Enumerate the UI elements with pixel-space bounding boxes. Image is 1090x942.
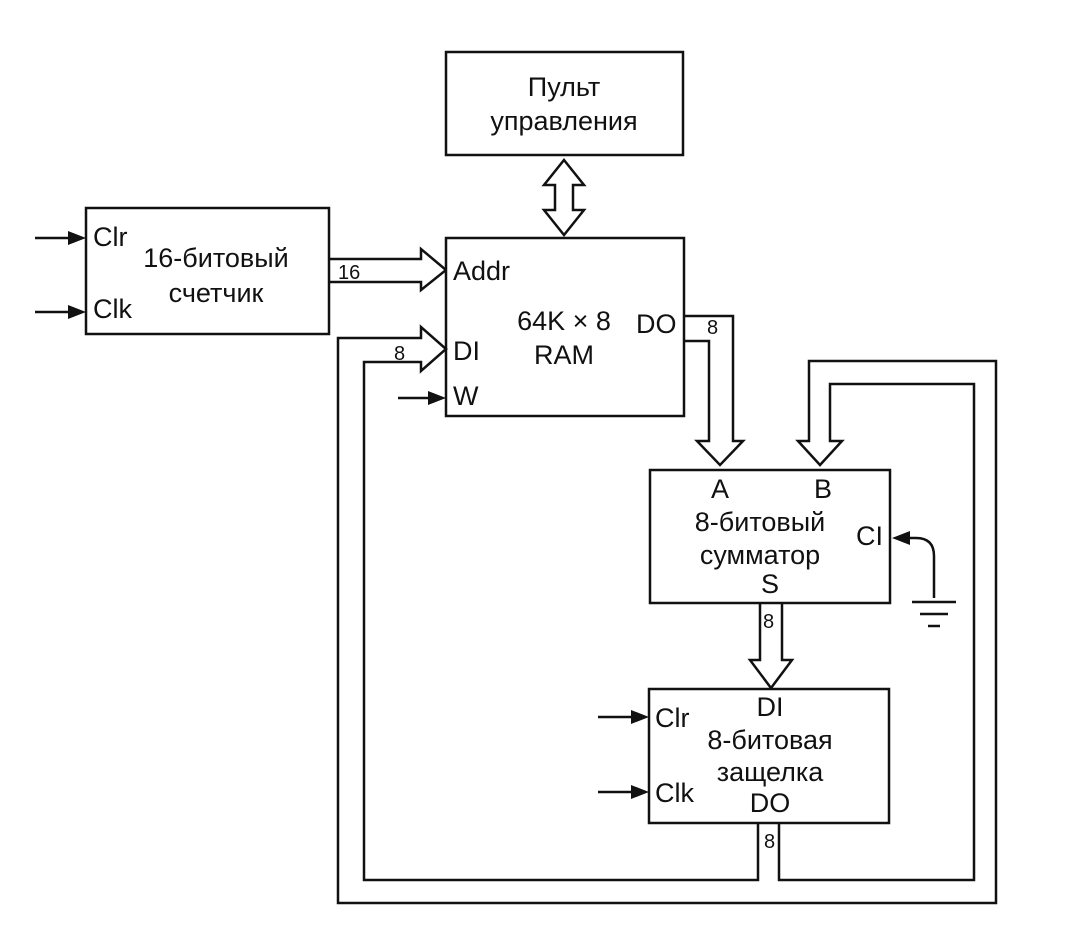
ram-w-arrowhead bbox=[428, 391, 446, 405]
control-panel-box bbox=[444, 50, 685, 157]
latch-clr-label: Clr bbox=[655, 703, 690, 733]
counter-clr-arrowhead bbox=[68, 231, 86, 245]
latch-feedback-bus bbox=[336, 324, 998, 905]
counter-box bbox=[84, 206, 331, 336]
latch-label-1: 8-битовая bbox=[707, 725, 832, 755]
adder-ci-arrowhead bbox=[892, 531, 910, 545]
latch-do-label: DO bbox=[750, 788, 791, 818]
adder-b-label: B bbox=[814, 474, 832, 504]
adder-s-label: S bbox=[761, 569, 779, 599]
ram-w-label: W bbox=[453, 381, 479, 411]
latch-di-label: DI bbox=[757, 692, 784, 722]
control-panel-label-1: Пульт bbox=[528, 72, 600, 102]
adder-a-label: A bbox=[711, 474, 729, 504]
ram-do-bus-width-label: 8 bbox=[707, 317, 718, 339]
adder-label-1: 8-битовый bbox=[695, 507, 825, 537]
counter-label-1: 16-битовый bbox=[143, 243, 288, 273]
ram-label-2: RAM bbox=[534, 340, 594, 370]
ram-addr-label: Addr bbox=[453, 256, 510, 286]
counter-label-2: счетчик bbox=[169, 278, 264, 308]
adder-ci-label: CI bbox=[856, 521, 883, 551]
adder-ci-ground-wire bbox=[910, 536, 936, 598]
counter-bus-width-label: 16 bbox=[338, 262, 360, 284]
latch-box bbox=[647, 687, 891, 825]
latch-clk-arrowhead bbox=[631, 785, 649, 799]
ram-di-bus-width-label: 8 bbox=[394, 343, 405, 365]
ram-label-1: 64K × 8 bbox=[517, 306, 611, 336]
adder-box bbox=[648, 468, 892, 605]
ram-di-label: DI bbox=[453, 336, 480, 366]
ground-icon bbox=[912, 600, 956, 628]
adder-out-bus-width-label: 8 bbox=[763, 611, 774, 633]
ram-do-label: DO bbox=[636, 309, 677, 339]
counter-clk-arrowhead bbox=[68, 305, 86, 319]
ram-do-to-adder-a-bus bbox=[684, 314, 746, 467]
latch-clr-arrowhead bbox=[631, 710, 649, 724]
latch-clk-label: Clk bbox=[655, 778, 694, 808]
ram-box bbox=[444, 236, 686, 418]
latch-out-bus-width-label: 8 bbox=[764, 831, 775, 853]
control-panel-label-2: управления bbox=[490, 106, 637, 136]
control-ram-bidirectional-bus bbox=[541, 157, 587, 238]
latch-label-2: защелка bbox=[717, 757, 825, 787]
counter-clk-label: Clk bbox=[93, 294, 132, 324]
adder-label-2: сумматор bbox=[700, 540, 820, 570]
counter-clr-label: Clr bbox=[93, 222, 128, 252]
